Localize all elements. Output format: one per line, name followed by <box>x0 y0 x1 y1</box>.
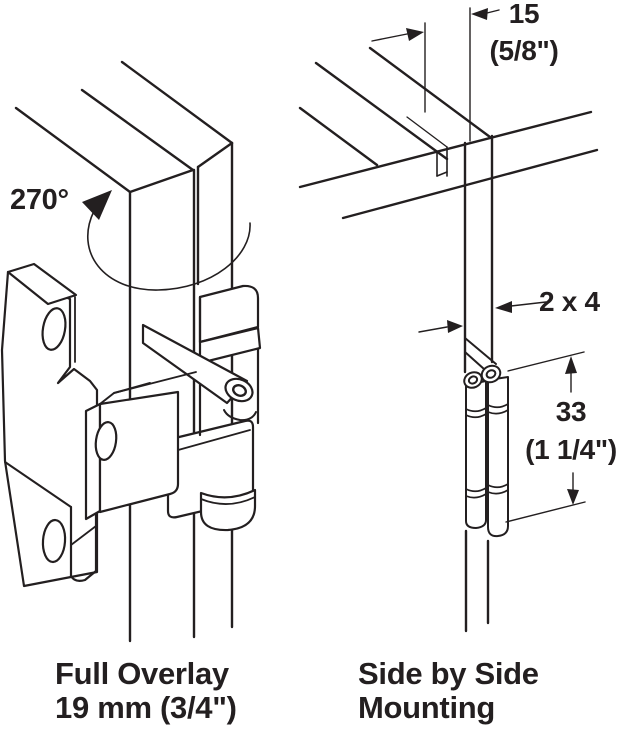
screw-slot-block <box>94 421 118 461</box>
left-caption-line2: 19 mm (3/4") <box>55 690 237 725</box>
right-caption-line1: Side by Side <box>358 656 539 691</box>
hinge-block-side <box>84 402 102 521</box>
thickness-dimension-label: 2 x 4 <box>539 286 600 317</box>
hinge-plate-top-face <box>6 262 78 306</box>
dimension-15 <box>371 7 500 142</box>
screw-slot-top <box>41 307 67 351</box>
hinge-arm <box>141 323 249 405</box>
rotation-angle-label: 270° <box>10 184 69 216</box>
knuckle-eye-right <box>480 364 502 384</box>
hinge-barrel-bottom <box>199 488 257 532</box>
screw-slot-bottom <box>41 518 67 564</box>
dimension-2x4 <box>418 301 547 333</box>
gap-dimension-mm: 15 <box>508 0 540 29</box>
right-hinge-knuckle <box>463 337 509 538</box>
right-caption-line2: Mounting <box>358 690 496 725</box>
dimension-33 <box>505 351 586 523</box>
left-hinge <box>0 262 262 588</box>
knuckle-cylinder-right <box>487 376 509 538</box>
knuckle-cylinder-left <box>465 380 487 529</box>
height-dimension-inch: (1 1/4") <box>525 434 617 465</box>
height-dimension-label: 33 (1 1/4") <box>504 393 625 469</box>
rotation-arc <box>82 190 251 291</box>
rotation-arrowhead <box>82 190 112 220</box>
hinge-pivot-eye <box>224 377 254 403</box>
left-caption-line1: Full Overlay <box>55 656 229 691</box>
hinge-top-knuckle <box>198 284 260 344</box>
hinge-block-front <box>98 390 180 514</box>
gap-dimension-label: 15 (5/8") <box>454 0 594 69</box>
height-dimension-mm: 33 <box>555 396 587 427</box>
right-cabinet-panels <box>298 46 599 633</box>
gap-dimension-inch: (5/8") <box>489 35 559 66</box>
